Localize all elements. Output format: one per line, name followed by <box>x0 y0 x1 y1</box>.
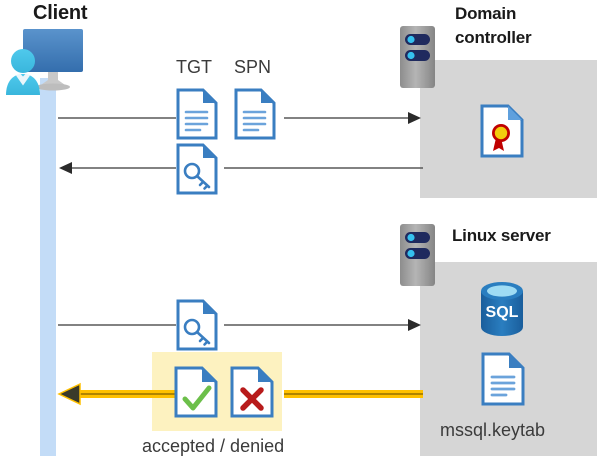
client-workstation-icon <box>5 25 100 95</box>
page-title-client: Client <box>33 2 88 24</box>
label-keytab: mssql.keytab <box>440 420 546 440</box>
document-cross-icon-denied <box>230 366 274 418</box>
flow-arrow-client-to-dc <box>58 110 423 126</box>
server-rack-icon-linux-server <box>400 224 435 286</box>
label-tgt: TGT <box>176 57 212 77</box>
server-rack-icon-domain-controller <box>400 26 435 88</box>
label-accepted-denied: accepted / denied <box>142 436 285 456</box>
page-title-domain-controller-line2: controller <box>455 28 532 47</box>
document-key-icon-ticket <box>176 143 218 195</box>
page-title-domain-controller-line1: Domain <box>455 4 517 23</box>
sql-database-icon: SQL <box>476 280 528 338</box>
flow-arrow-linux-to-client-result <box>57 382 423 406</box>
client-lifeline <box>40 78 56 456</box>
label-spn: SPN <box>234 57 272 77</box>
sql-label: SQL <box>486 304 519 321</box>
certificate-document-icon <box>480 104 524 158</box>
document-key-icon-service-ticket <box>176 299 218 351</box>
document-check-icon-accepted <box>174 366 218 418</box>
flow-arrow-client-to-linux <box>58 317 423 333</box>
document-icon-spn <box>234 88 276 140</box>
page-title-linux-server: Linux server <box>452 226 551 245</box>
document-icon-tgt <box>176 88 218 140</box>
document-icon-keytab <box>481 352 525 406</box>
flow-arrow-dc-to-client <box>58 160 423 176</box>
